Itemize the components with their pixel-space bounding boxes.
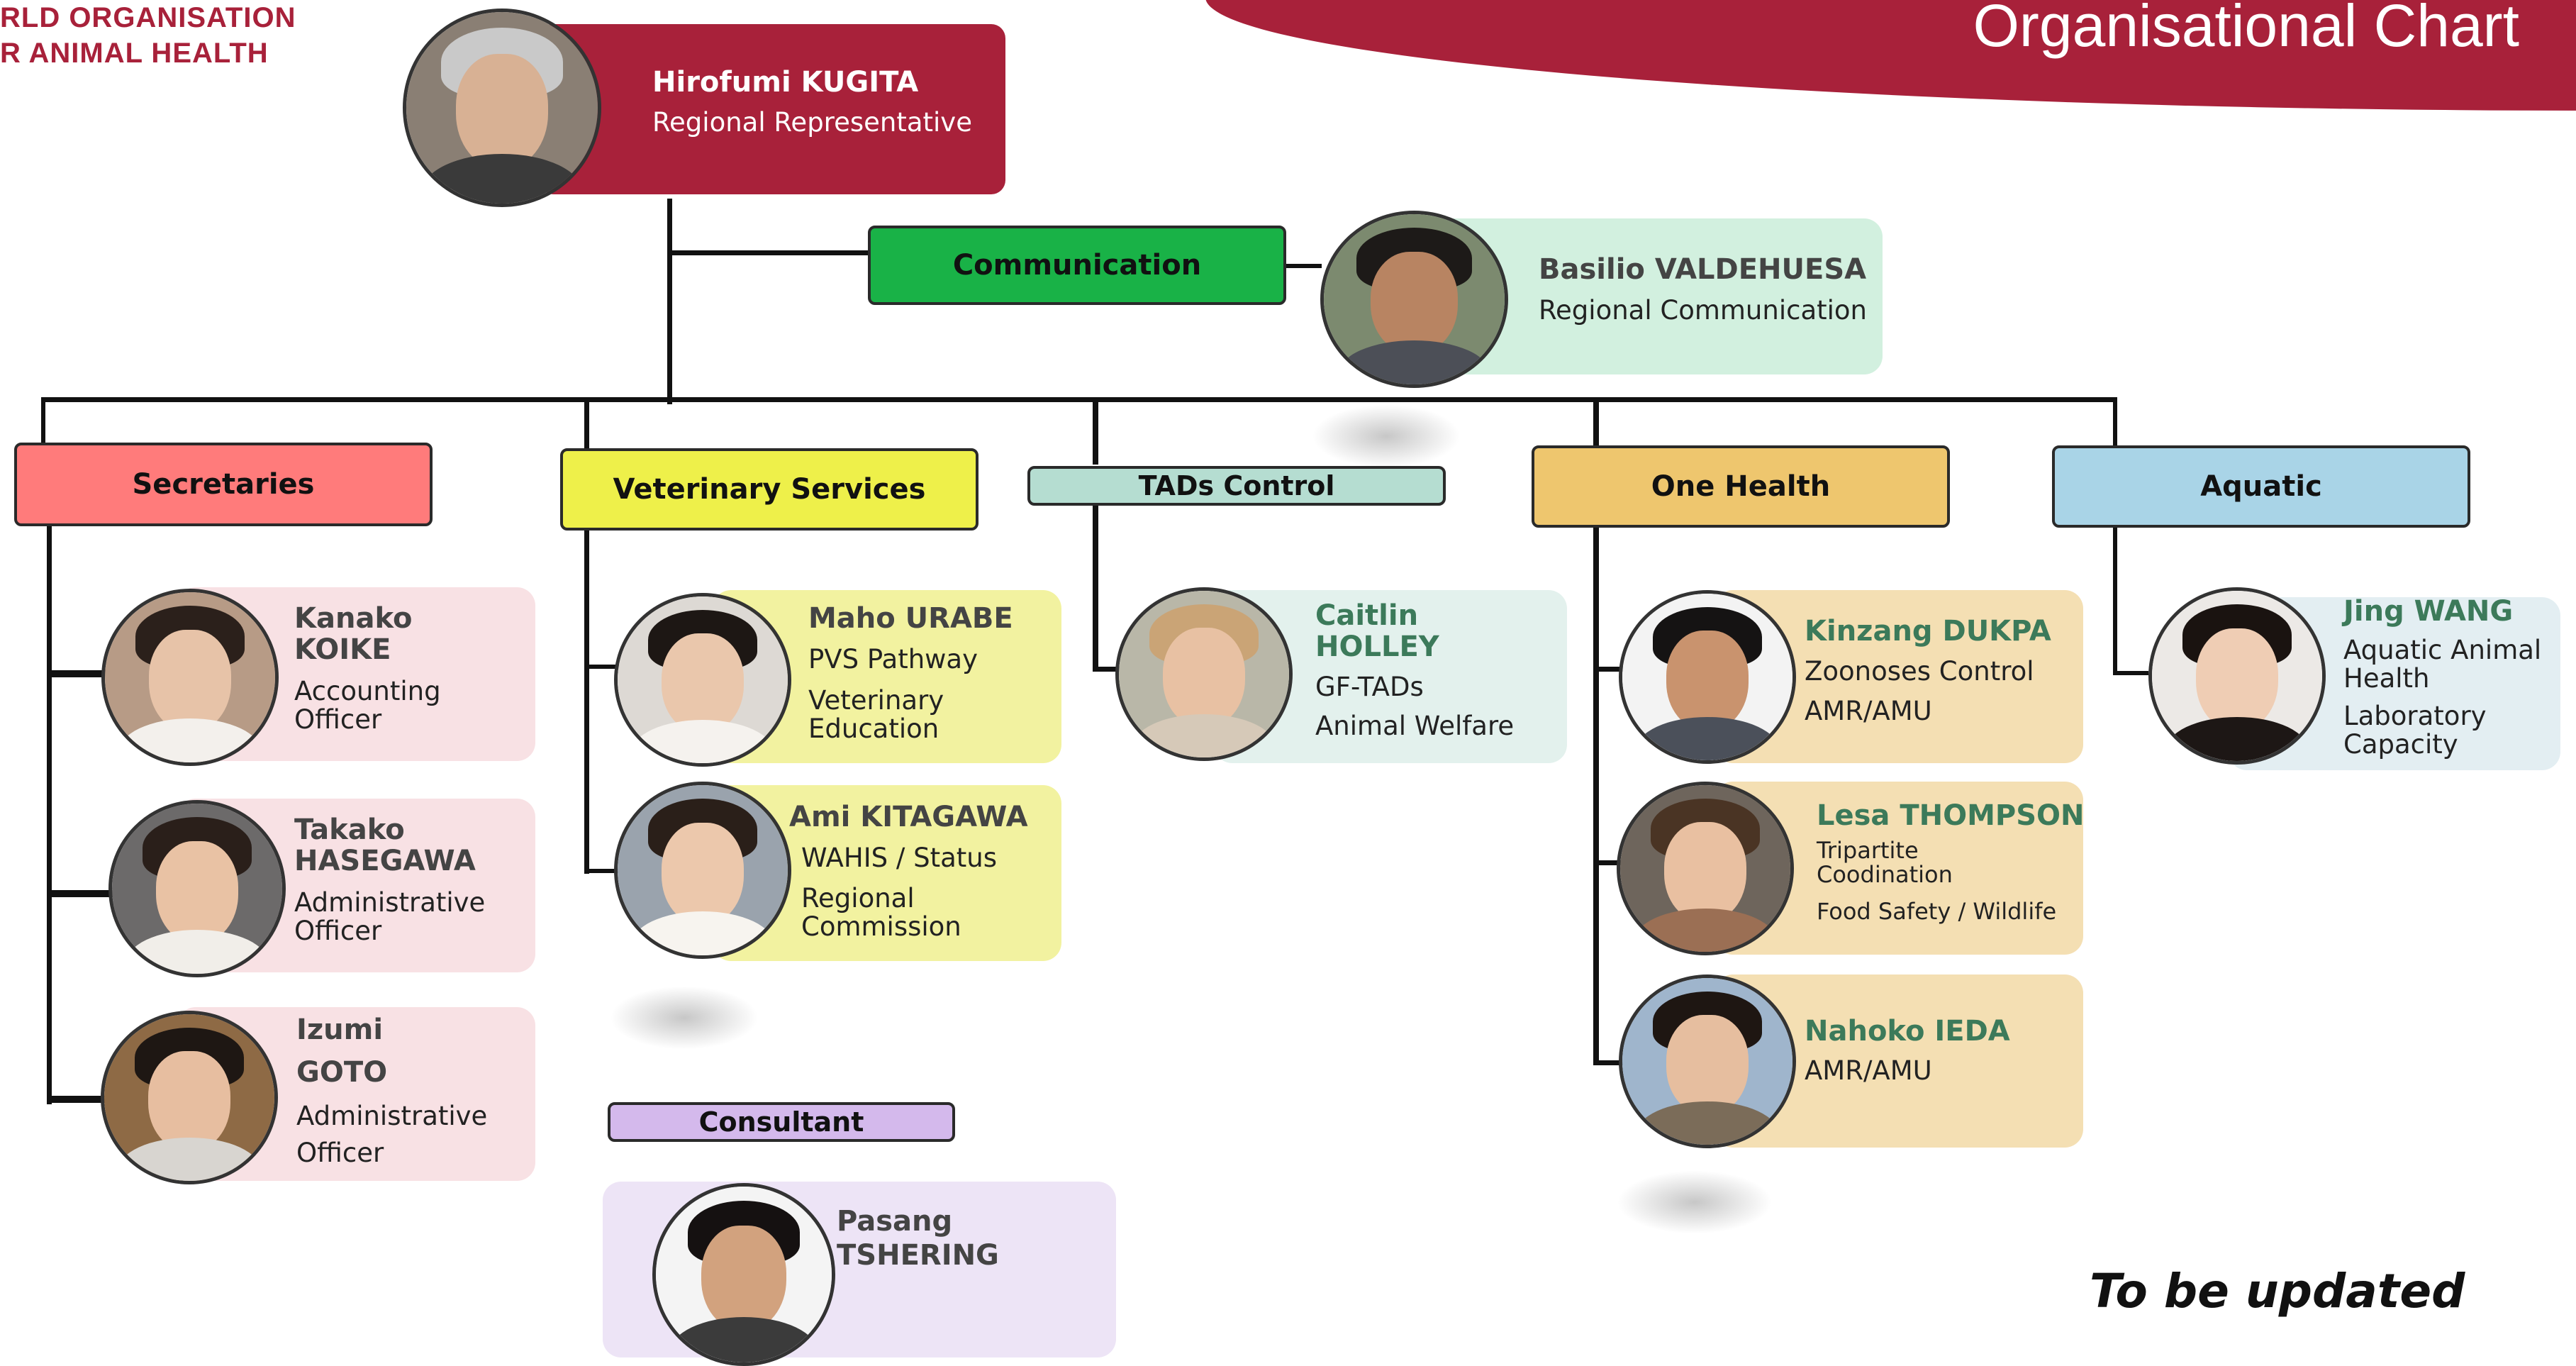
communication-header: Communication xyxy=(868,226,1286,305)
dept-aquatic: Aquatic xyxy=(2052,445,2470,528)
connector-line xyxy=(1286,264,1322,268)
person-photo-thompson xyxy=(1617,782,1794,955)
dept-veterinary-services: Veterinary Services xyxy=(560,448,978,531)
person-name-hasegawa: Takako HASEGAWA xyxy=(294,814,476,877)
person-role-urabe-1: PVS Pathway xyxy=(808,644,978,674)
person-name-kitagawa: Ami KITAGAWA xyxy=(789,801,1028,833)
connector-line xyxy=(2113,397,2117,447)
shadow xyxy=(1617,1170,1773,1234)
connector-line xyxy=(1093,397,1098,465)
head-photo xyxy=(403,9,601,207)
connector-line xyxy=(584,397,589,450)
person-name-holley: Caitlin HOLLEY xyxy=(1315,599,1439,663)
dept-secretaries: Secretaries xyxy=(14,443,433,526)
person-photo-tshering xyxy=(652,1183,835,1366)
org-name: RLD ORGANISATION R ANIMAL HEALTH xyxy=(0,0,296,71)
connector-line xyxy=(50,1096,106,1103)
person-name-koike: Kanako KOIKE xyxy=(294,602,413,666)
head-title: Regional Representative xyxy=(652,107,972,138)
person-photo-goto xyxy=(101,1011,278,1184)
person-name-wang: Jing WANG xyxy=(2343,595,2514,628)
connector-line xyxy=(1093,667,1128,672)
communication-person-role: Regional Communication xyxy=(1539,295,1868,326)
communication-person-name: Basilio VALDEHUESA xyxy=(1539,253,1867,286)
connector-line xyxy=(2113,526,2117,675)
dept-one-health: One Health xyxy=(1532,445,1950,528)
person-role-dukpa-2: AMR/AMU xyxy=(1805,696,1932,726)
org-name-line1: RLD ORGANISATION xyxy=(0,2,296,33)
person-photo-koike xyxy=(101,589,279,766)
person-name-thompson: Lesa THOMPSON xyxy=(1817,799,2085,832)
person-name-dukpa: Kinzang DUKPA xyxy=(1805,615,2051,648)
person-name-urabe: Maho URABE xyxy=(808,602,1013,635)
shadow xyxy=(1312,404,1461,468)
person-role-thompson-1: Tripartite Coodination xyxy=(1817,837,1953,888)
person-role-dukpa-1: Zoonoses Control xyxy=(1805,656,2034,687)
connector-line xyxy=(1593,397,1599,447)
person-role-thompson-2: Food Safety / Wildlife xyxy=(1817,898,2057,925)
chart-title: Organisational Chart xyxy=(1973,0,2519,59)
connector-line xyxy=(1593,667,1629,672)
connector-line xyxy=(667,199,672,404)
connector-line xyxy=(667,250,869,255)
connector-line xyxy=(584,665,627,669)
person-role-ieda-1: AMR/AMU xyxy=(1805,1055,1932,1086)
person-role-koike: Accounting Officer xyxy=(294,676,441,735)
connector-line xyxy=(1593,1060,1629,1065)
person-name-goto-first: Izumi xyxy=(296,1014,384,1046)
person-name-goto-last: GOTO xyxy=(296,1056,388,1089)
connector-line xyxy=(41,397,45,445)
connector-line xyxy=(2113,671,2148,675)
connector-line xyxy=(1593,860,1629,865)
person-role-kitagawa-2: Regional Commission xyxy=(801,883,961,942)
connector-line xyxy=(50,670,106,677)
communication-person-photo xyxy=(1320,211,1508,388)
update-note: To be updated xyxy=(2090,1264,2465,1318)
person-name-tshering: Pasang TSHERING xyxy=(837,1205,999,1272)
connector-line xyxy=(1593,526,1599,1065)
shadow xyxy=(610,986,759,1050)
person-photo-holley xyxy=(1115,587,1293,761)
connector-line xyxy=(50,890,113,897)
person-role-holley-1: GF-TADs xyxy=(1315,672,1424,702)
connector-line xyxy=(584,869,627,873)
org-name-line2: R ANIMAL HEALTH xyxy=(0,38,269,69)
person-name-ieda: Nahoko IEDA xyxy=(1805,1015,2010,1048)
person-photo-dukpa xyxy=(1619,590,1796,764)
person-role-goto: Administrative Officer xyxy=(296,1101,488,1168)
connector-line xyxy=(1093,504,1098,672)
head-card xyxy=(539,24,1005,194)
dept-consultant: Consultant xyxy=(608,1102,955,1142)
head-name: Hirofumi KUGITA xyxy=(652,66,919,99)
person-role-wang-2: Laboratory Capacity xyxy=(2343,701,2487,760)
person-role-holley-2: Animal Welfare xyxy=(1315,711,1515,741)
person-role-hasegawa: Administrative Officer xyxy=(294,887,486,946)
connector-line xyxy=(584,528,589,874)
person-photo-ieda xyxy=(1619,974,1796,1148)
person-photo-kitagawa xyxy=(614,782,791,959)
connector-line xyxy=(47,526,52,1104)
person-role-kitagawa-1: WAHIS / Status xyxy=(801,843,997,873)
person-role-wang-1: Aquatic Animal Health xyxy=(2343,635,2542,694)
person-role-urabe-2: Veterinary Education xyxy=(808,685,944,744)
person-photo-hasegawa xyxy=(108,800,286,977)
person-photo-wang xyxy=(2148,587,2326,765)
person-photo-urabe xyxy=(614,593,791,767)
dept-tads-control: TADs Control xyxy=(1027,466,1446,506)
connector-line xyxy=(41,397,2115,402)
